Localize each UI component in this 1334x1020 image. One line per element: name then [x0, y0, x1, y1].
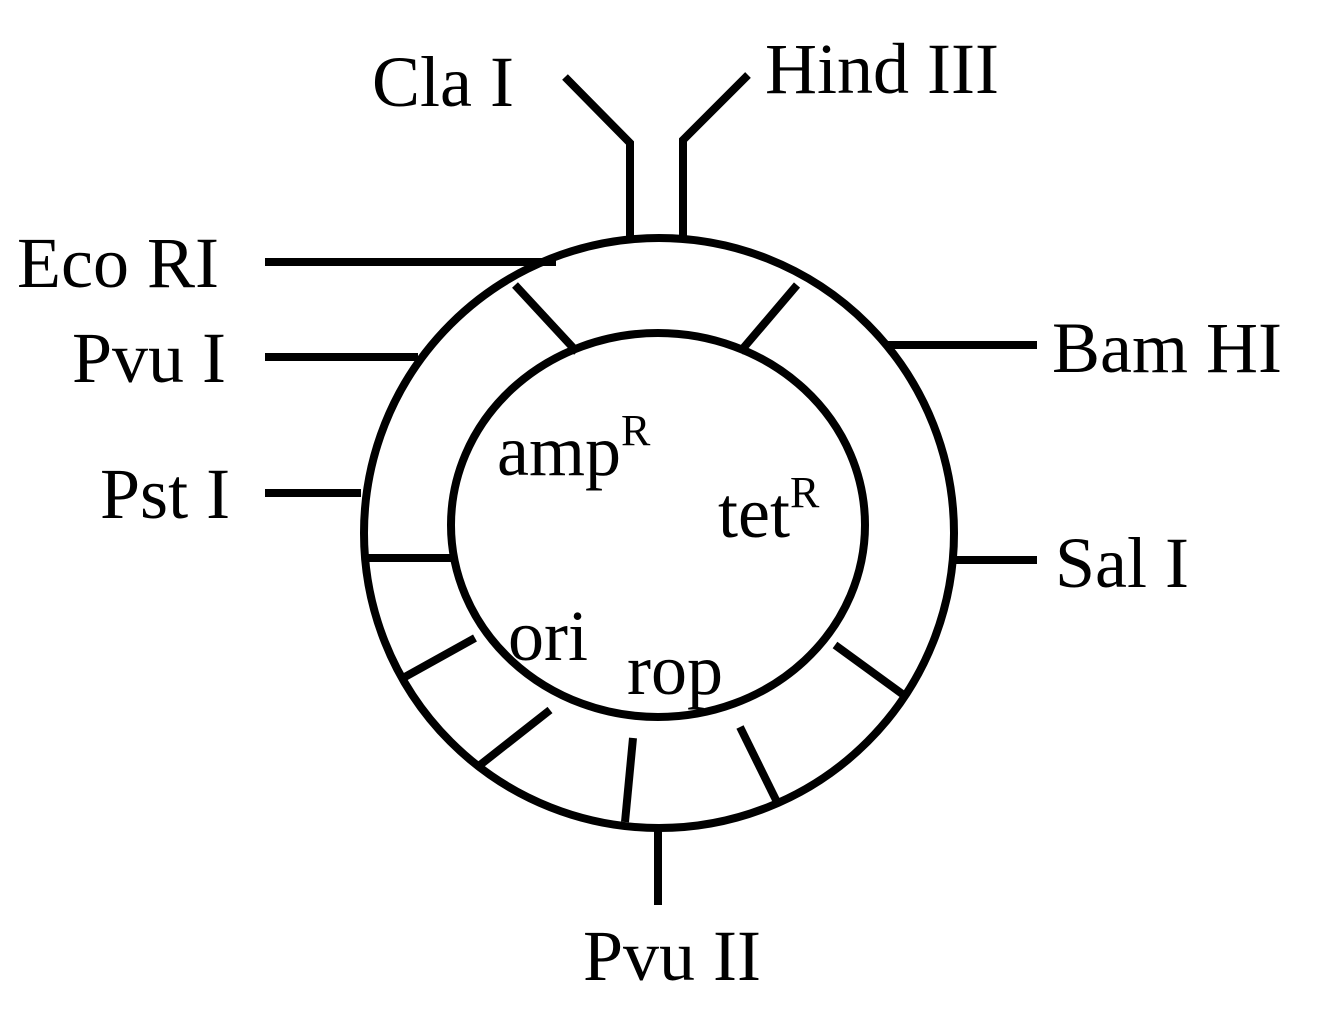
site-lines: [265, 72, 1037, 905]
segment-divider: [736, 725, 780, 802]
segment-divider: [512, 282, 580, 355]
sal-label: Sal I: [1055, 523, 1189, 603]
inner-circle: [447, 329, 869, 721]
cla-site-line: [562, 74, 634, 240]
segment-divider: [621, 737, 637, 823]
segment-divider: [401, 634, 477, 682]
segment-divider: [477, 706, 553, 769]
pst-label: Pst I: [100, 454, 230, 534]
bam-label: Bam HI: [1052, 308, 1282, 388]
pvu2-label: Pvu II: [583, 916, 761, 996]
eco-label: Eco RI: [17, 223, 219, 303]
site-labels: Cla I Hind III Eco RI Pvu I Pst I Bam HI…: [17, 29, 1282, 996]
plasmid-ring: [360, 234, 958, 832]
segment-divider: [832, 641, 908, 700]
segment-divider: [736, 282, 801, 355]
gene-labels: ampR tetR ori rop: [497, 406, 820, 710]
pvu1-label: Pvu I: [72, 318, 226, 398]
tet-label: tetR: [718, 468, 820, 553]
rop-label: rop: [627, 630, 723, 710]
amp-label: ampR: [497, 406, 651, 491]
hind-site-line: [679, 72, 751, 240]
ori-label: ori: [508, 596, 588, 676]
cla-label: Cla I: [372, 42, 514, 122]
hind-label: Hind III: [765, 29, 999, 109]
